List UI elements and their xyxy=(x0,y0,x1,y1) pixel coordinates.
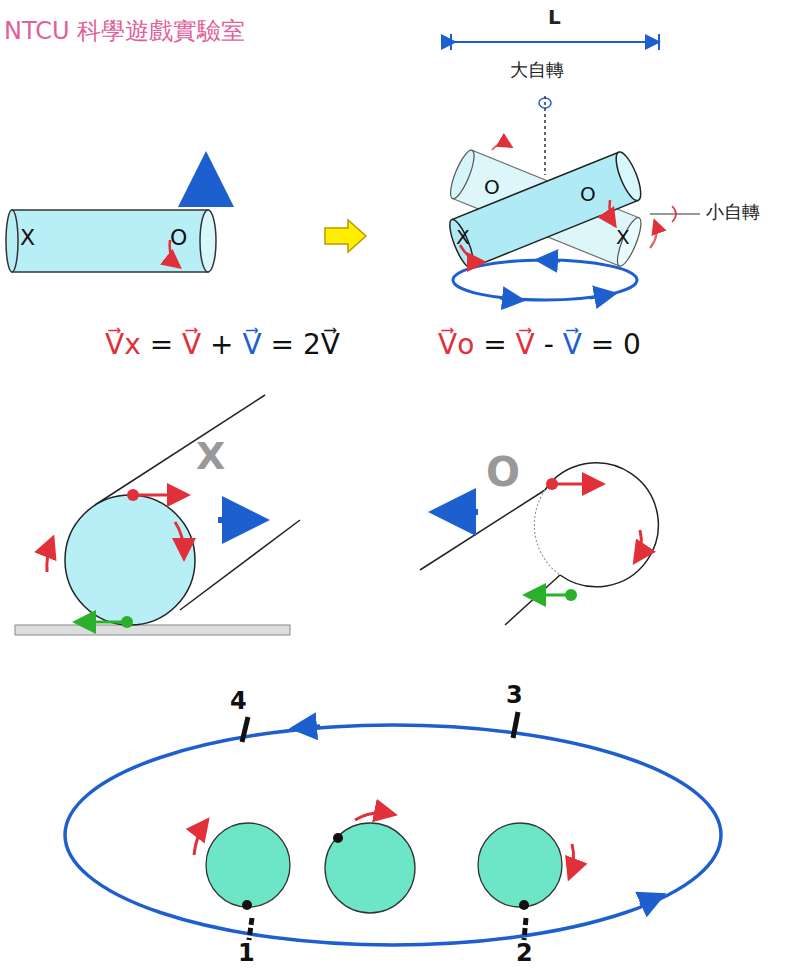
orbit xyxy=(65,712,721,945)
title: NTCU 科學遊戲實驗室 xyxy=(4,18,245,44)
rolling-wheel xyxy=(15,395,300,635)
point-label: O xyxy=(580,183,596,205)
callout-number: 4 xyxy=(230,688,247,714)
rotation-label: 小自轉 xyxy=(706,202,760,222)
spinning-cylinders xyxy=(445,34,700,300)
cylinder xyxy=(6,165,216,272)
formula: V⃗o = V⃗ - V⃗ = 0 xyxy=(438,330,641,361)
point-label: X xyxy=(616,226,630,248)
yellow-arrow xyxy=(325,220,366,252)
formula: V⃗x = V⃗ + V⃗ = 2V⃗ xyxy=(105,330,340,361)
point-label: X xyxy=(456,226,470,248)
tube-wheel xyxy=(420,463,658,625)
callout-number: 1 xyxy=(238,940,255,966)
dimension-label: L xyxy=(548,6,561,28)
point-label: O xyxy=(486,450,520,494)
point-label: X xyxy=(196,436,225,478)
callout-number: 3 xyxy=(506,682,523,708)
point-label: X xyxy=(20,226,35,250)
callout-number: 2 xyxy=(516,940,533,966)
point-label: O xyxy=(484,176,500,198)
point-label: O xyxy=(170,226,187,250)
rotation-label: 大自轉 xyxy=(510,60,564,80)
